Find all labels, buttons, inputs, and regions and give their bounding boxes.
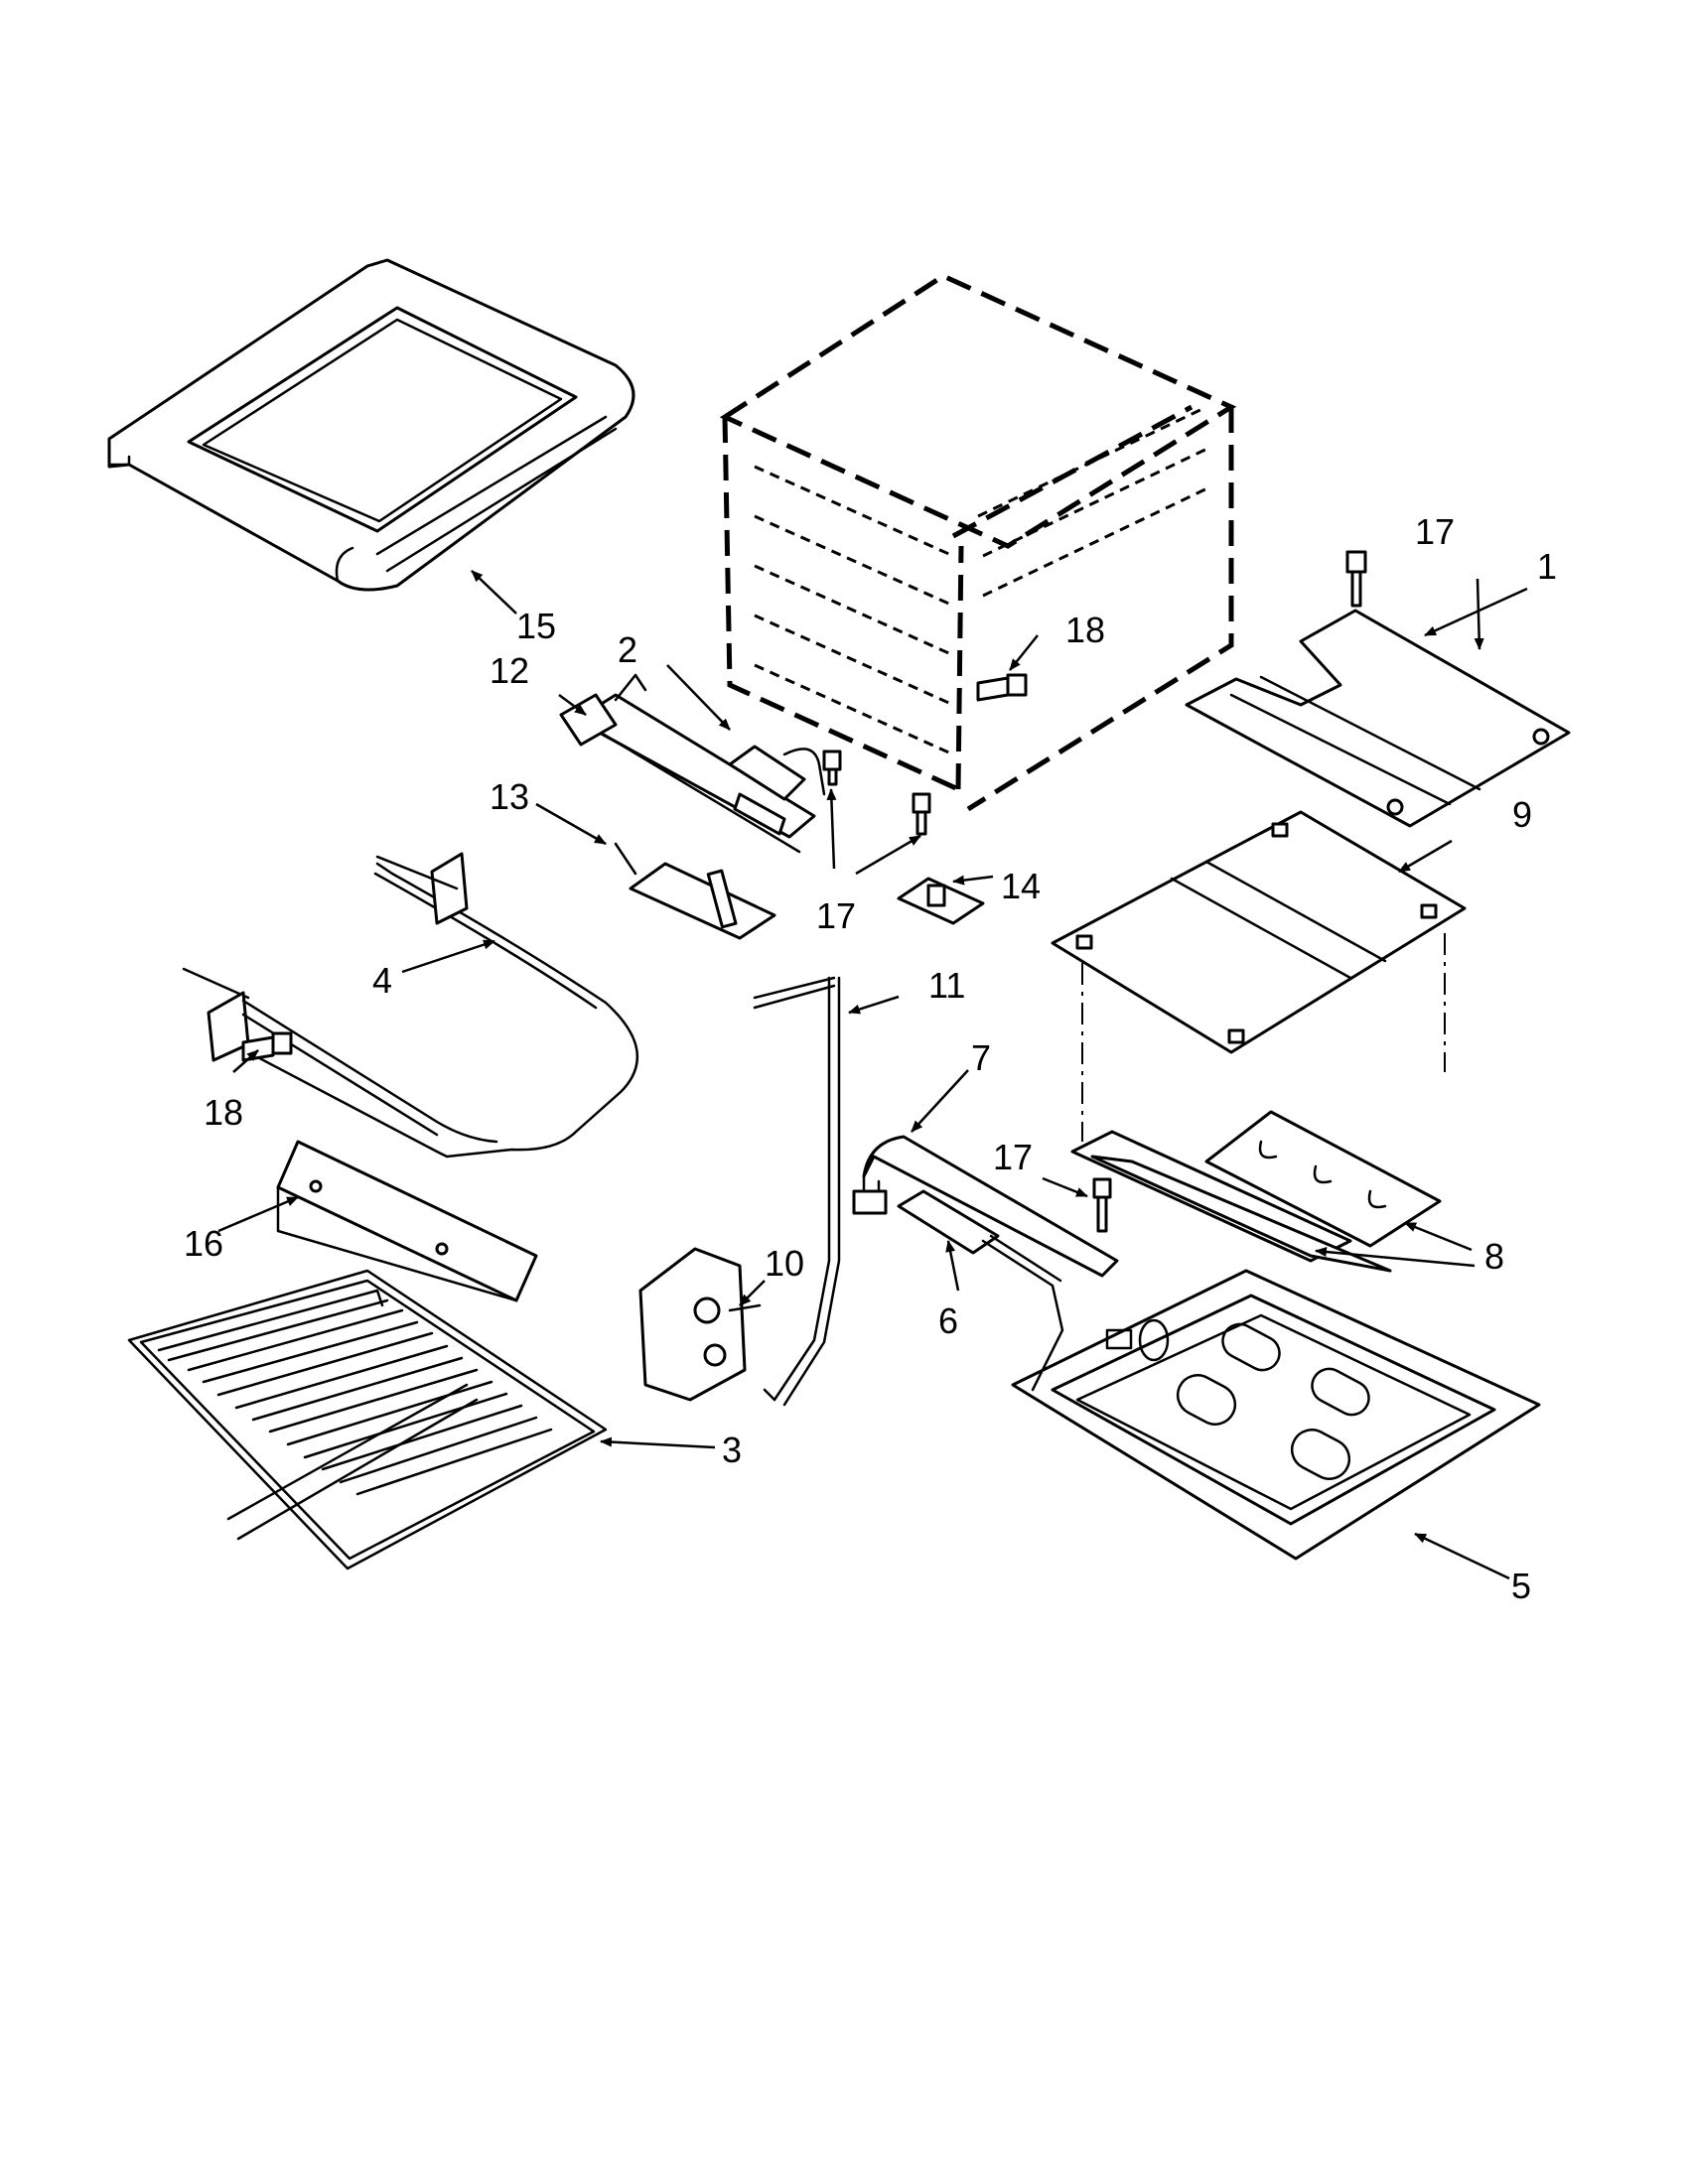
- callout-17c: 17: [993, 1137, 1033, 1177]
- callout-6: 6: [938, 1300, 958, 1341]
- part-8-brackets: [1070, 1110, 1442, 1273]
- part-4-element: [246, 852, 638, 1159]
- callout-3: 3: [722, 1430, 742, 1470]
- callout-9: 9: [1512, 794, 1532, 835]
- part-9-plate: [1051, 810, 1467, 1054]
- callout-4: 4: [372, 960, 392, 1001]
- part-lower-element: [182, 967, 498, 1144]
- leader-lines: [217, 570, 1528, 1580]
- oven-cavity-phantom: [719, 273, 1237, 812]
- part-10-valve: [638, 1247, 762, 1402]
- part-5-pan: [1011, 1269, 1541, 1561]
- part-3-rack: [127, 1269, 608, 1570]
- callout-5: 5: [1511, 1566, 1531, 1606]
- callout-7: 7: [971, 1037, 991, 1078]
- callout-1: 1: [1537, 546, 1557, 587]
- screw-17-valve: [822, 750, 842, 786]
- callout-14: 14: [1001, 866, 1041, 906]
- part-11-tube: [753, 976, 841, 1407]
- part-16-shield: [276, 1140, 538, 1302]
- callout-17b: 17: [816, 895, 856, 936]
- callout-11: 11: [928, 965, 965, 1006]
- screw-17-top: [1345, 550, 1367, 608]
- callout-8: 8: [1484, 1236, 1504, 1277]
- screw-18-cavity: [976, 673, 1028, 702]
- callout-12: 12: [490, 650, 529, 691]
- part-13-igniter: [614, 842, 776, 940]
- callout-13: 13: [490, 776, 529, 817]
- callout-2: 2: [618, 629, 637, 670]
- callout-18: 18: [1065, 610, 1105, 650]
- callout-10: 10: [765, 1243, 804, 1284]
- callout-15: 15: [516, 606, 556, 646]
- callout-17: 17: [1415, 511, 1455, 552]
- screw-17-lower: [1092, 1177, 1112, 1233]
- callout-16: 16: [184, 1223, 223, 1264]
- screw-17-mid: [912, 792, 931, 836]
- callout-labels: 17 1 18 9 8 5 3 16 4 18 15 12 13 2 14 17…: [184, 511, 1557, 1606]
- part-7-burner: [852, 1135, 1119, 1278]
- part-1-shield-plate: [1185, 609, 1571, 828]
- part-6-tube: [897, 1189, 1064, 1392]
- callout-18b: 18: [204, 1092, 243, 1133]
- part-14-clip: [897, 877, 985, 925]
- part-15-top-cover: [107, 258, 635, 592]
- part-2-valve: [728, 745, 826, 836]
